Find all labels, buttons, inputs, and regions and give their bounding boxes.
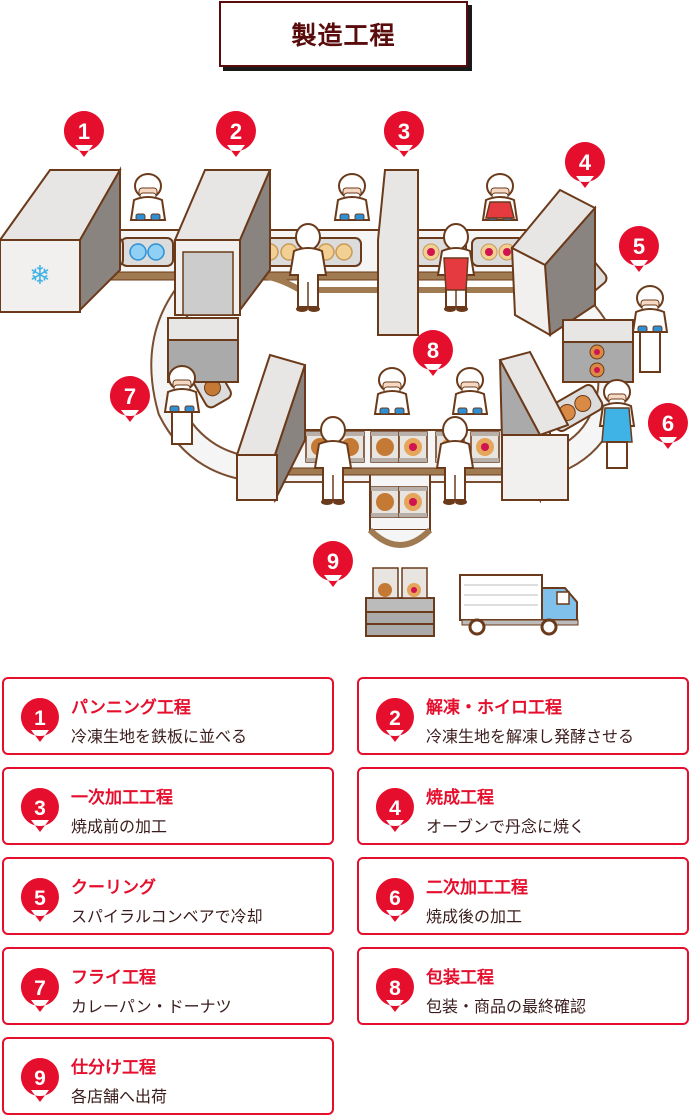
step-description: 包装・商品の最終確認 xyxy=(426,997,587,1016)
svg-text:9: 9 xyxy=(34,1067,46,1090)
svg-text:4: 4 xyxy=(389,797,401,820)
step-card-7: 7 フライ工程 カレーパン・ドーナツ xyxy=(2,947,334,1025)
step-number-pin-icon: 1 xyxy=(20,698,59,742)
svg-text:2: 2 xyxy=(389,707,401,730)
step-description: カレーパン・ドーナツ xyxy=(71,997,232,1016)
svg-text:2: 2 xyxy=(230,119,242,144)
step-number-pin-icon: 6 xyxy=(375,878,414,922)
step-description: 焼成後の加工 xyxy=(426,907,523,926)
marker-pin-icon: 5 xyxy=(618,226,659,272)
marker-pin-icon: 8 xyxy=(412,330,453,376)
svg-text:8: 8 xyxy=(427,338,439,363)
step-number-pin-icon: 5 xyxy=(20,878,59,922)
step-title: 仕分け工程 xyxy=(71,1058,156,1078)
marker-pin-icon: 7 xyxy=(109,376,150,422)
step-card-3: 3 一次加工工程 焼成前の加工 xyxy=(2,767,334,845)
svg-text:5: 5 xyxy=(633,234,645,259)
step-title: 二次加工工程 xyxy=(426,878,528,898)
machine-proofer xyxy=(173,169,272,316)
step-number-pin-icon: 4 xyxy=(375,788,414,832)
step-title: 焼成工程 xyxy=(426,788,494,808)
svg-text:1: 1 xyxy=(34,707,46,730)
marker-pin-icon: 3 xyxy=(383,111,424,157)
svg-text:5: 5 xyxy=(34,887,46,910)
step-card-8: 8 包装工程 包装・商品の最終確認 xyxy=(357,947,689,1025)
truck-icon xyxy=(459,574,579,636)
svg-text:1: 1 xyxy=(78,119,90,144)
machine-freezer: ❄ xyxy=(0,166,122,313)
svg-text:7: 7 xyxy=(124,384,136,409)
marker-pin-icon: 4 xyxy=(564,142,605,188)
step-number-pin-icon: 7 xyxy=(20,968,59,1012)
machine-oven xyxy=(510,188,597,337)
step-card-5: 5 クーリング スパイラルコンベアで冷却 xyxy=(2,857,334,935)
step-card-6: 6 二次加工工程 焼成後の加工 xyxy=(357,857,689,935)
step-number-pin-icon: 8 xyxy=(375,968,414,1012)
marker-pin-icon: 6 xyxy=(647,403,688,449)
step-card-4: 4 焼成工程 オーブンで丹念に焼く xyxy=(357,767,689,845)
step-card-9: 9 仕分け工程 各店舗へ出荷 xyxy=(2,1037,334,1115)
step-title: 包装工程 xyxy=(426,968,494,988)
marker-pin-icon: 1 xyxy=(63,111,104,157)
shipping-crate xyxy=(365,567,435,637)
step-description: スパイラルコンベアで冷却 xyxy=(71,907,263,926)
svg-text:6: 6 xyxy=(662,411,674,436)
step-number-pin-icon: 2 xyxy=(375,698,414,742)
svg-text:❄: ❄ xyxy=(29,261,51,291)
step-description: 冷凍生地を解凍し発酵させる xyxy=(426,727,635,746)
step-title: フライ工程 xyxy=(71,968,156,988)
page-title-box: 製造工程 xyxy=(219,1,468,67)
step-title: 解凍・ホイロ工程 xyxy=(426,698,562,718)
svg-text:9: 9 xyxy=(327,549,339,574)
factory-line-illustration: ❄ xyxy=(0,111,688,637)
marker-pin-icon: 2 xyxy=(215,111,256,157)
svg-text:3: 3 xyxy=(34,797,46,820)
svg-text:3: 3 xyxy=(398,119,410,144)
step-card-2: 2 解凍・ホイロ工程 冷凍生地を解凍し発酵させる xyxy=(357,677,689,755)
step-number-pin-icon: 3 xyxy=(20,788,59,832)
step-title: 一次加工工程 xyxy=(71,788,173,808)
step-card-1: 1 パンニング工程 冷凍生地を鉄板に並べる xyxy=(2,677,334,755)
step-title: クーリング xyxy=(71,878,156,898)
svg-text:4: 4 xyxy=(579,150,592,175)
step-description: オーブンで丹念に焼く xyxy=(426,817,586,836)
step-description: 冷凍生地を鉄板に並べる xyxy=(71,727,248,746)
page-title: 製造工程 xyxy=(291,21,396,50)
svg-text:8: 8 xyxy=(389,977,401,1000)
step-number-pin-icon: 9 xyxy=(20,1058,59,1102)
step-description: 焼成前の加工 xyxy=(71,817,168,836)
step-description: 各店舗へ出荷 xyxy=(71,1087,168,1106)
svg-text:7: 7 xyxy=(34,977,46,1000)
marker-pin-icon: 9 xyxy=(312,541,353,587)
svg-text:6: 6 xyxy=(389,887,401,910)
step-title: パンニング工程 xyxy=(71,698,191,718)
